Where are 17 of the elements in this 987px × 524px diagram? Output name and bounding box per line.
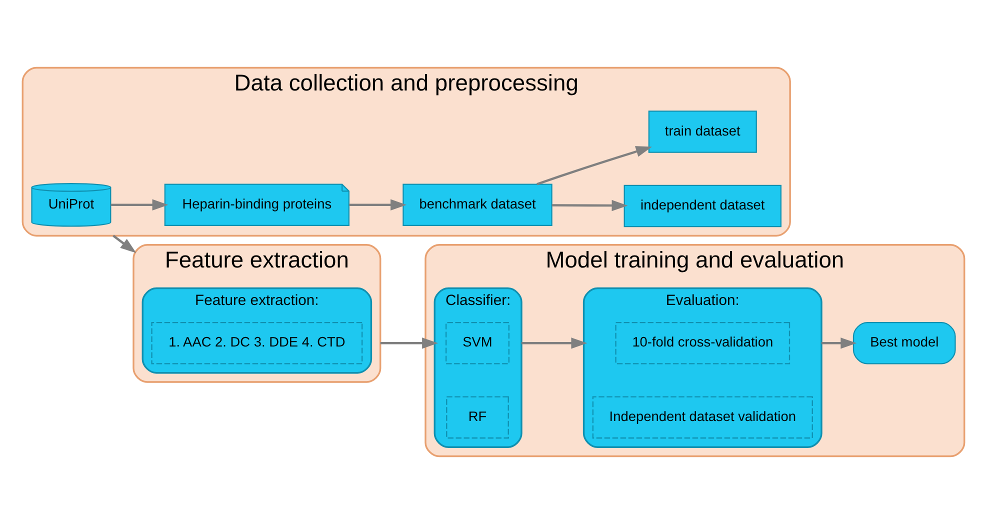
node-box: 1. AAC 2. DC 3. DDE 4. CTD (151, 322, 363, 364)
arrow (110, 199, 168, 210)
arrow (112, 234, 136, 254)
arrow (822, 338, 857, 349)
node-box: SVM (446, 322, 510, 364)
node-box: RF (446, 396, 509, 439)
arrow (536, 146, 652, 186)
node-box: Best model (852, 322, 956, 364)
arrow (522, 338, 588, 349)
arrow (349, 199, 407, 210)
node-box: independent dataset (624, 184, 782, 228)
arrow (552, 200, 628, 212)
arrow (380, 338, 438, 349)
node-box: benchmark dataset (402, 184, 552, 226)
node-box: train dataset (648, 110, 757, 153)
node-box: Independent dataset validation (592, 396, 813, 439)
node-box: 10-fold cross-validation (615, 322, 790, 364)
